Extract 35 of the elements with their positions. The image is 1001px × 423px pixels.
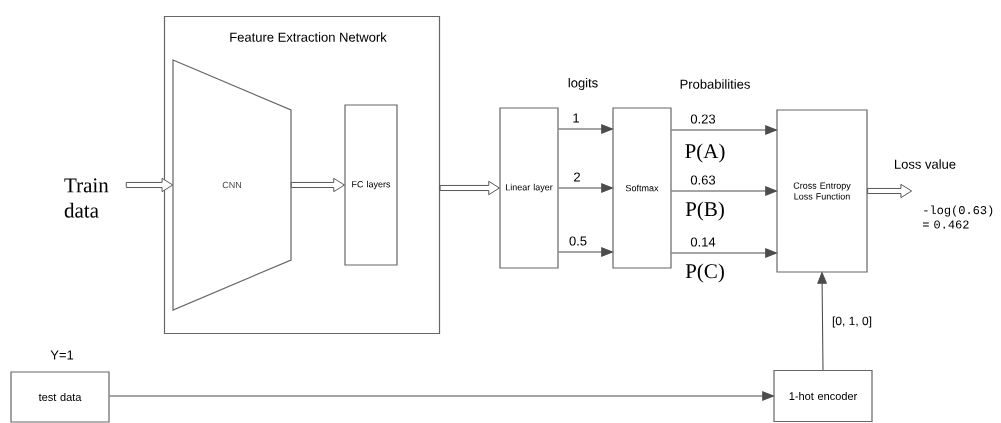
layer-box: FC layers xyxy=(344,104,398,266)
arrow xyxy=(558,247,613,258)
arrow xyxy=(671,248,777,259)
edge-label: Loss value xyxy=(895,159,956,169)
edge-label: 0.63 xyxy=(690,175,716,185)
layer-box: Cross Entropy Loss Function xyxy=(776,109,868,273)
layer-box: Softmax xyxy=(612,107,672,269)
arrow xyxy=(125,177,174,193)
arrow xyxy=(867,183,913,199)
layer-box: 1-hot encoder xyxy=(773,369,873,423)
layer-box: Linear layer xyxy=(499,107,559,269)
arrow xyxy=(817,272,828,371)
text-label: P(A) xyxy=(685,143,725,163)
edge-label: 0.14 xyxy=(690,237,716,247)
edge-label: 1 xyxy=(573,113,579,123)
layer-box: test data xyxy=(10,371,110,423)
arrow xyxy=(558,124,613,135)
edge-label: 0.23 xyxy=(690,114,716,124)
edge-label: [0, 1, 0] xyxy=(832,316,872,328)
text-label: logits xyxy=(568,77,598,91)
edge-label: 0.5 xyxy=(569,236,587,246)
arrow xyxy=(290,177,345,193)
cnn-trapezoid: CNN xyxy=(172,59,292,311)
arrow xyxy=(439,180,500,196)
text-label: Probabilities xyxy=(680,79,750,89)
text-label: P(B) xyxy=(685,201,724,221)
node-caption: Y=1 xyxy=(50,350,74,360)
edge-label: 2 xyxy=(574,172,580,182)
text-label: P(C) xyxy=(685,263,724,283)
input-label: Train data xyxy=(64,178,109,218)
arrow xyxy=(558,183,613,194)
arrow xyxy=(671,125,777,136)
arrow xyxy=(671,186,777,197)
text-label: -log(0.63) = 0.462 xyxy=(922,205,993,229)
arrow xyxy=(109,391,774,402)
